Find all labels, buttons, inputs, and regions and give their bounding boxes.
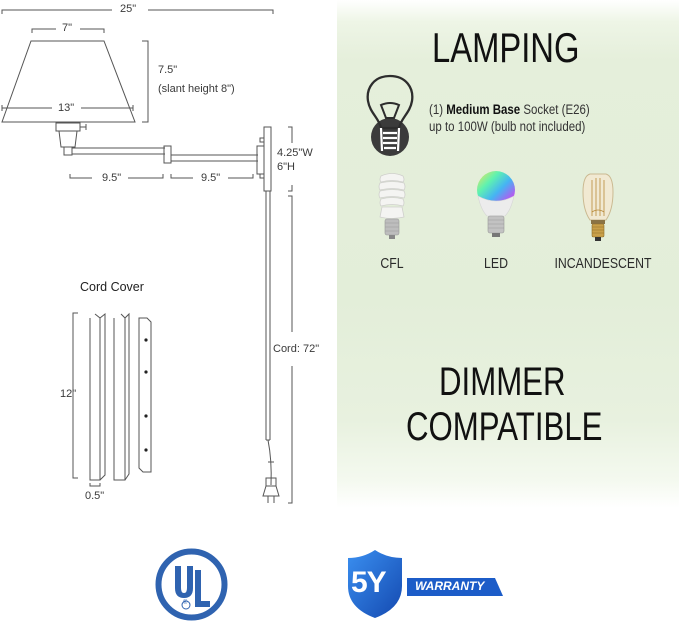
led-bulb-icon bbox=[473, 170, 519, 244]
overall-width-label: 25" bbox=[120, 3, 137, 15]
lightbulb-icon bbox=[365, 73, 415, 157]
shade-height-label: 7.5" bbox=[158, 64, 178, 76]
cfl-bulb-icon bbox=[373, 172, 411, 244]
incandescent-label: INCANDESCENT bbox=[554, 255, 652, 272]
socket-type: Medium Base bbox=[446, 102, 521, 117]
warranty-badge: 5Y WARRANTY bbox=[345, 548, 505, 620]
cord-cover-title: Cord Cover bbox=[80, 280, 144, 294]
cord-length-label: Cord: 72" bbox=[273, 343, 320, 355]
shade-top-label: 7" bbox=[62, 22, 73, 34]
socket-info: (1) Medium Base Socket (E26) up to 100W … bbox=[429, 101, 590, 135]
shade-slant-label: (slant height 8") bbox=[158, 83, 235, 95]
cord-cover-width-label: 0.5" bbox=[85, 490, 105, 502]
warranty-label: WARRANTY bbox=[415, 579, 485, 593]
dimmer-line1: DIMMER bbox=[439, 360, 566, 404]
cfl-label: CFL bbox=[380, 255, 404, 272]
dimmer-line2: COMPATIBLE bbox=[406, 405, 603, 449]
lamp-dimension-diagram: 25" 7" 13" 7.5" (slant height 8") 9.5" 9… bbox=[0, 0, 337, 520]
cord-cover-length-label: 12" bbox=[60, 388, 77, 400]
socket-prefix: (1) bbox=[429, 102, 447, 117]
socket-suffix: Socket (E26) bbox=[520, 102, 590, 117]
warranty-years: 5Y bbox=[351, 566, 387, 599]
lamping-title: LAMPING bbox=[432, 24, 580, 71]
arm-outer-label: 9.5" bbox=[201, 172, 221, 184]
incandescent-bulb-icon bbox=[580, 172, 616, 244]
lamp-line-drawing bbox=[1, 9, 293, 504]
wattage-info: up to 100W (bulb not included) bbox=[429, 119, 586, 134]
shade-bottom-label: 13" bbox=[58, 102, 75, 114]
backplate-height-label: 6"H bbox=[277, 161, 295, 173]
backplate-width-label: 4.25"W bbox=[277, 147, 313, 159]
ul-registered-mark: ® bbox=[183, 600, 188, 606]
led-label: LED bbox=[484, 255, 508, 272]
arm-inner-label: 9.5" bbox=[102, 172, 122, 184]
lamping-panel: LAMPING (1) Medium Base Socket (E26) up … bbox=[337, 0, 679, 510]
ul-certification-badge: U L ® bbox=[155, 548, 228, 621]
